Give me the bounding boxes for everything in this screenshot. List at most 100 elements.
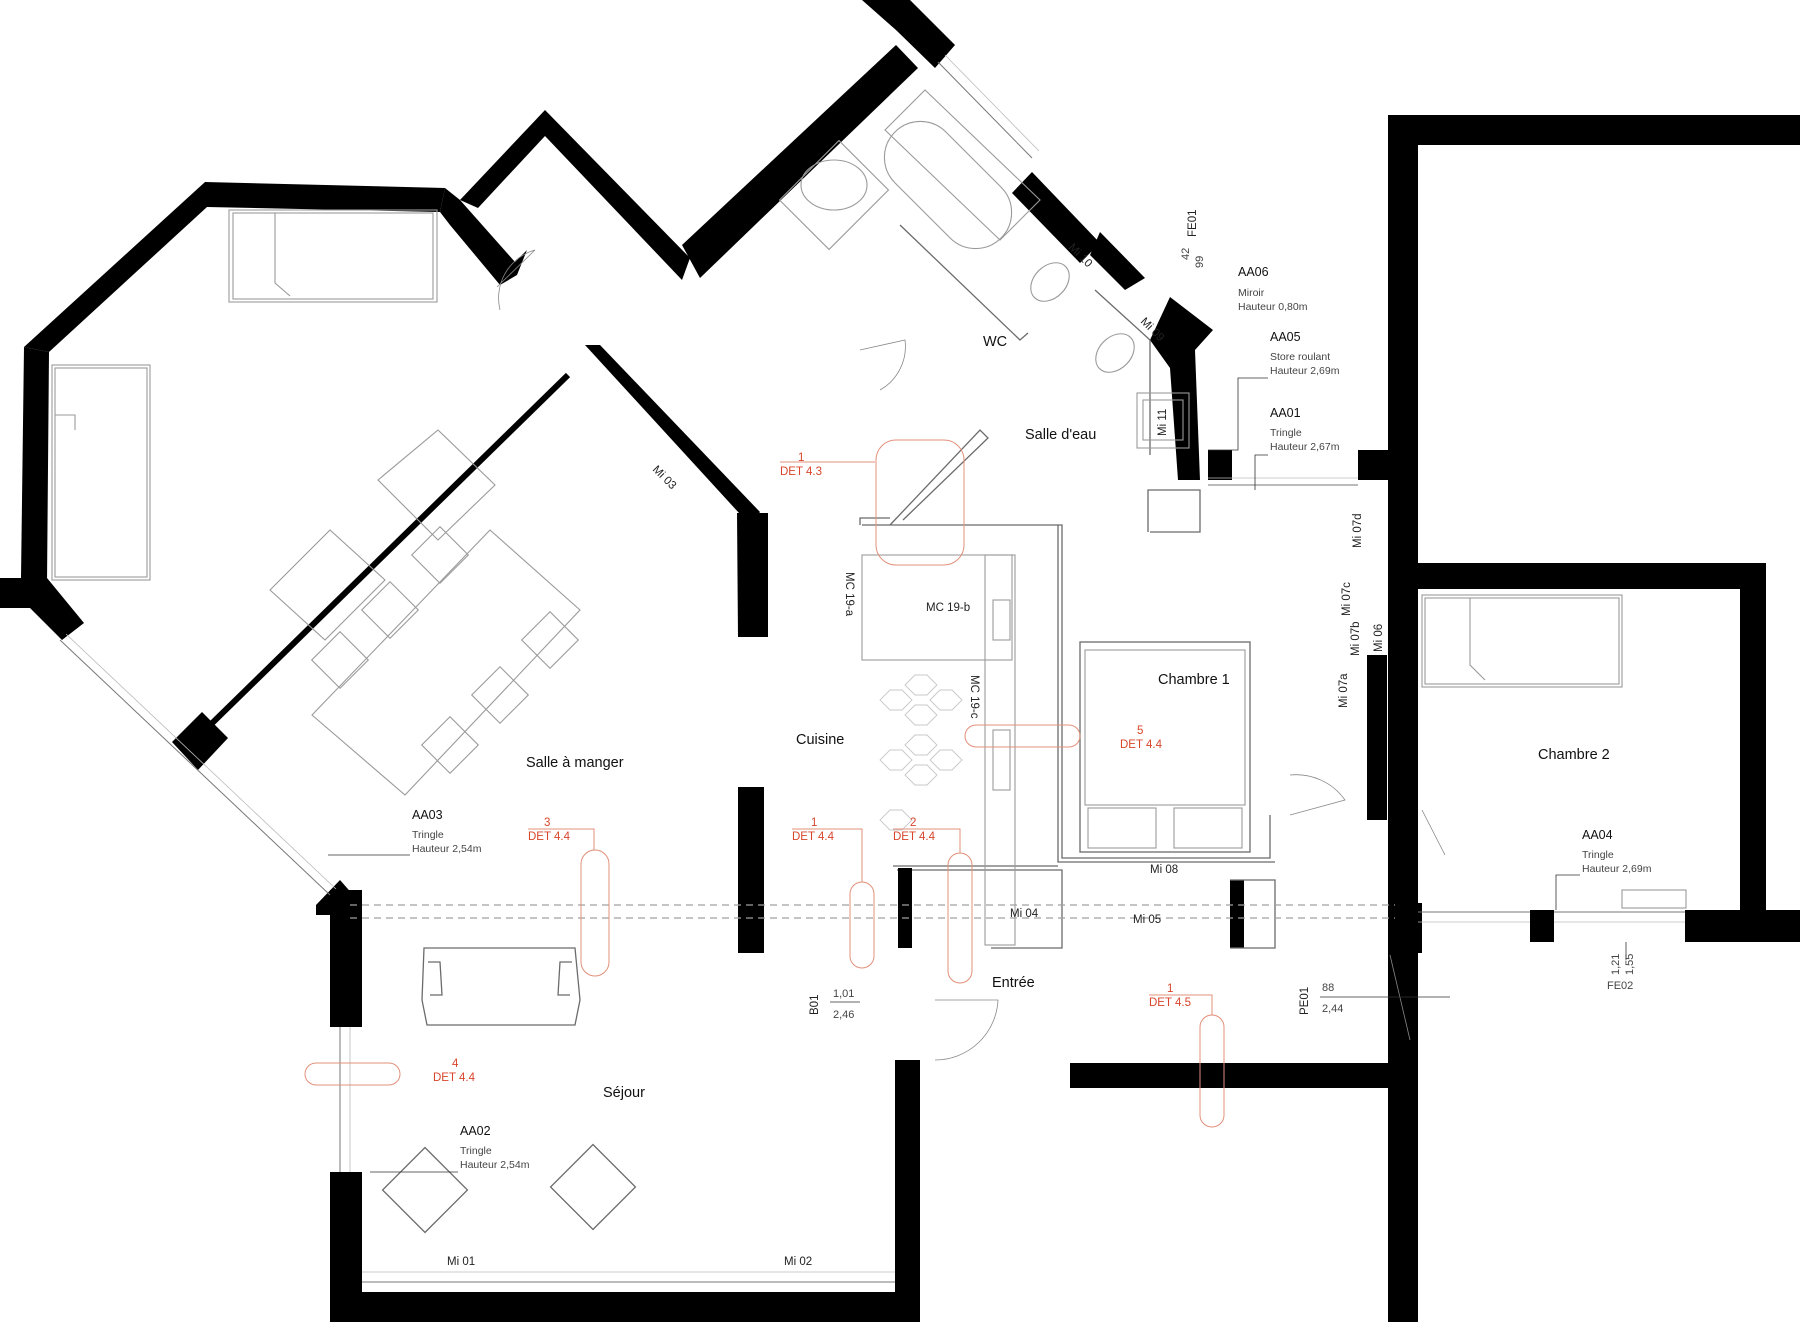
mi06: Mi 06 (1373, 624, 1385, 652)
mi04: Mi 04 (1010, 908, 1039, 920)
aa06-code: AA06 (1238, 265, 1269, 279)
bed-left (51, 364, 151, 581)
callout-d1-43-ring (875, 439, 965, 566)
counter-kitchen (861, 554, 1013, 661)
door-chambre2 (1421, 809, 1446, 856)
dining-table (311, 529, 581, 796)
d5-44-num: 5 (1137, 725, 1143, 737)
fe02-h: 1,55 (1624, 954, 1636, 975)
bathtub (884, 89, 1041, 241)
room-chambre2: Chambre 2 (1538, 747, 1610, 763)
mi05: Mi 05 (1133, 914, 1161, 926)
aa05-code: AA05 (1270, 330, 1301, 344)
aa01-line2: Hauteur 2,67m (1270, 441, 1340, 453)
glazing (59, 54, 1685, 1283)
d3-44-num: 3 (544, 817, 550, 829)
aa04-line2: Hauteur 2,69m (1582, 863, 1652, 875)
aa03-line2: Hauteur 2,54m (412, 843, 482, 855)
callout-d4-44-ring (304, 1062, 401, 1086)
d1-45-num: 1 (1167, 983, 1173, 995)
wall-north-2 (682, 45, 918, 278)
door-entry (934, 999, 999, 1061)
wall-salle-eau-east (1150, 297, 1213, 480)
wall-salon-bottom (330, 1292, 900, 1322)
d1-44-ref: DET 4.4 (792, 831, 835, 843)
wall-ch2-door-pillar (1390, 903, 1422, 953)
pe01-code: PE01 (1299, 987, 1311, 1015)
mi01: Mi 01 (447, 1256, 475, 1268)
toilet-wc (1030, 262, 1070, 302)
callout-d5-44-ring (964, 724, 1081, 748)
door-pe01 (1389, 954, 1411, 1041)
mi07c: Mi 07c (1341, 582, 1353, 616)
wall-bedroom-left (21, 347, 49, 583)
door-bathroom (859, 339, 906, 391)
d2-44-ref: DET 4.4 (893, 831, 936, 843)
wall-bedroom-top (24, 182, 445, 352)
door-chambre1 (1289, 774, 1346, 816)
washbasin (800, 159, 868, 211)
d5-44-ref: DET 4.4 (1120, 739, 1163, 751)
furniture (51, 89, 1687, 1234)
mc19a: MC 19-a (843, 572, 855, 617)
bed-chambre2 (1421, 594, 1623, 688)
fitting-labels: AA06 Miroir Hauteur 0,80m AA05 Store rou… (328, 265, 1652, 1173)
wall-kitchen-pillar (738, 787, 764, 953)
d1-44-num: 1 (811, 817, 817, 829)
toilet-salle-eau (1095, 333, 1135, 373)
aa04-code: AA04 (1582, 828, 1613, 842)
d1-43-ref: DET 4.3 (780, 466, 822, 478)
wall-east-top (1388, 115, 1800, 145)
aa03-code: AA03 (412, 808, 443, 822)
mi11: Mi 11 (1157, 409, 1169, 436)
armchair-left (381, 1146, 469, 1234)
aa02-line1: Tringle (460, 1145, 492, 1157)
mi07d: Mi 07d (1352, 513, 1364, 548)
fe01-h: 99 (1194, 256, 1206, 268)
opening-labels: FE01 42 99 B01 1,01 2,46 PE01 88 2,44 1,… (809, 210, 1636, 1022)
d2-44-num: 2 (910, 817, 916, 829)
pe01-w: 88 (1322, 982, 1334, 994)
aa01-code: AA01 (1270, 406, 1301, 420)
b01-code: B01 (809, 995, 821, 1015)
wall-bath-pillar (1208, 450, 1232, 480)
room-wc: WC (983, 334, 1007, 350)
aa05-line2: Hauteur 2,69m (1270, 365, 1340, 377)
mi07b: Mi 07b (1350, 621, 1362, 656)
wall-salon-left (330, 890, 362, 1027)
wall-ch2-bottom-r (1685, 910, 1800, 942)
aa04-line1: Tringle (1582, 849, 1614, 861)
fe01-w: 42 (1180, 248, 1192, 260)
wall-pillar-dining (172, 712, 228, 770)
wall-entry-west (895, 1060, 920, 1322)
wall-bedroom-ne (440, 188, 527, 285)
sofa (421, 947, 581, 1026)
d4-44-ref: DET 4.4 (433, 1072, 476, 1084)
fe02-w: 1,21 (1610, 954, 1622, 975)
callout-d3-44-ring (580, 849, 610, 977)
mi03: Mi 03 (650, 464, 678, 492)
wall-north-3 (862, 0, 955, 68)
room-sejour: Séjour (603, 1085, 645, 1101)
room-salle-eau: Salle d'eau (1025, 427, 1096, 443)
b01-w: 1,01 (833, 988, 854, 1000)
room-cuisine: Cuisine (796, 732, 844, 748)
room-entree: Entrée (992, 975, 1035, 991)
wall-north-1 (460, 110, 690, 280)
mi02: Mi 02 (784, 1256, 812, 1268)
wall-ch2-top (1418, 563, 1766, 589)
detail-labels: 1 DET 4.3 5 DET 4.4 3 DET 4.4 1 DET 4.4 … (433, 452, 1213, 1084)
mc19c: MC 19-c (968, 675, 980, 719)
bed-chambre1 (1079, 641, 1251, 853)
fe02-code: FE02 (1607, 980, 1633, 992)
callout-d1-44-ring (849, 881, 875, 969)
d4-44-num: 4 (452, 1058, 459, 1070)
wall-ch2-right (1740, 563, 1766, 913)
wall-kitchen-stub (737, 513, 768, 637)
aa02-code: AA02 (460, 1124, 491, 1138)
d1-45-ref: DET 4.5 (1149, 997, 1191, 1009)
aa03-line1: Tringle (412, 829, 444, 841)
pe01-h: 2,44 (1322, 1003, 1343, 1015)
